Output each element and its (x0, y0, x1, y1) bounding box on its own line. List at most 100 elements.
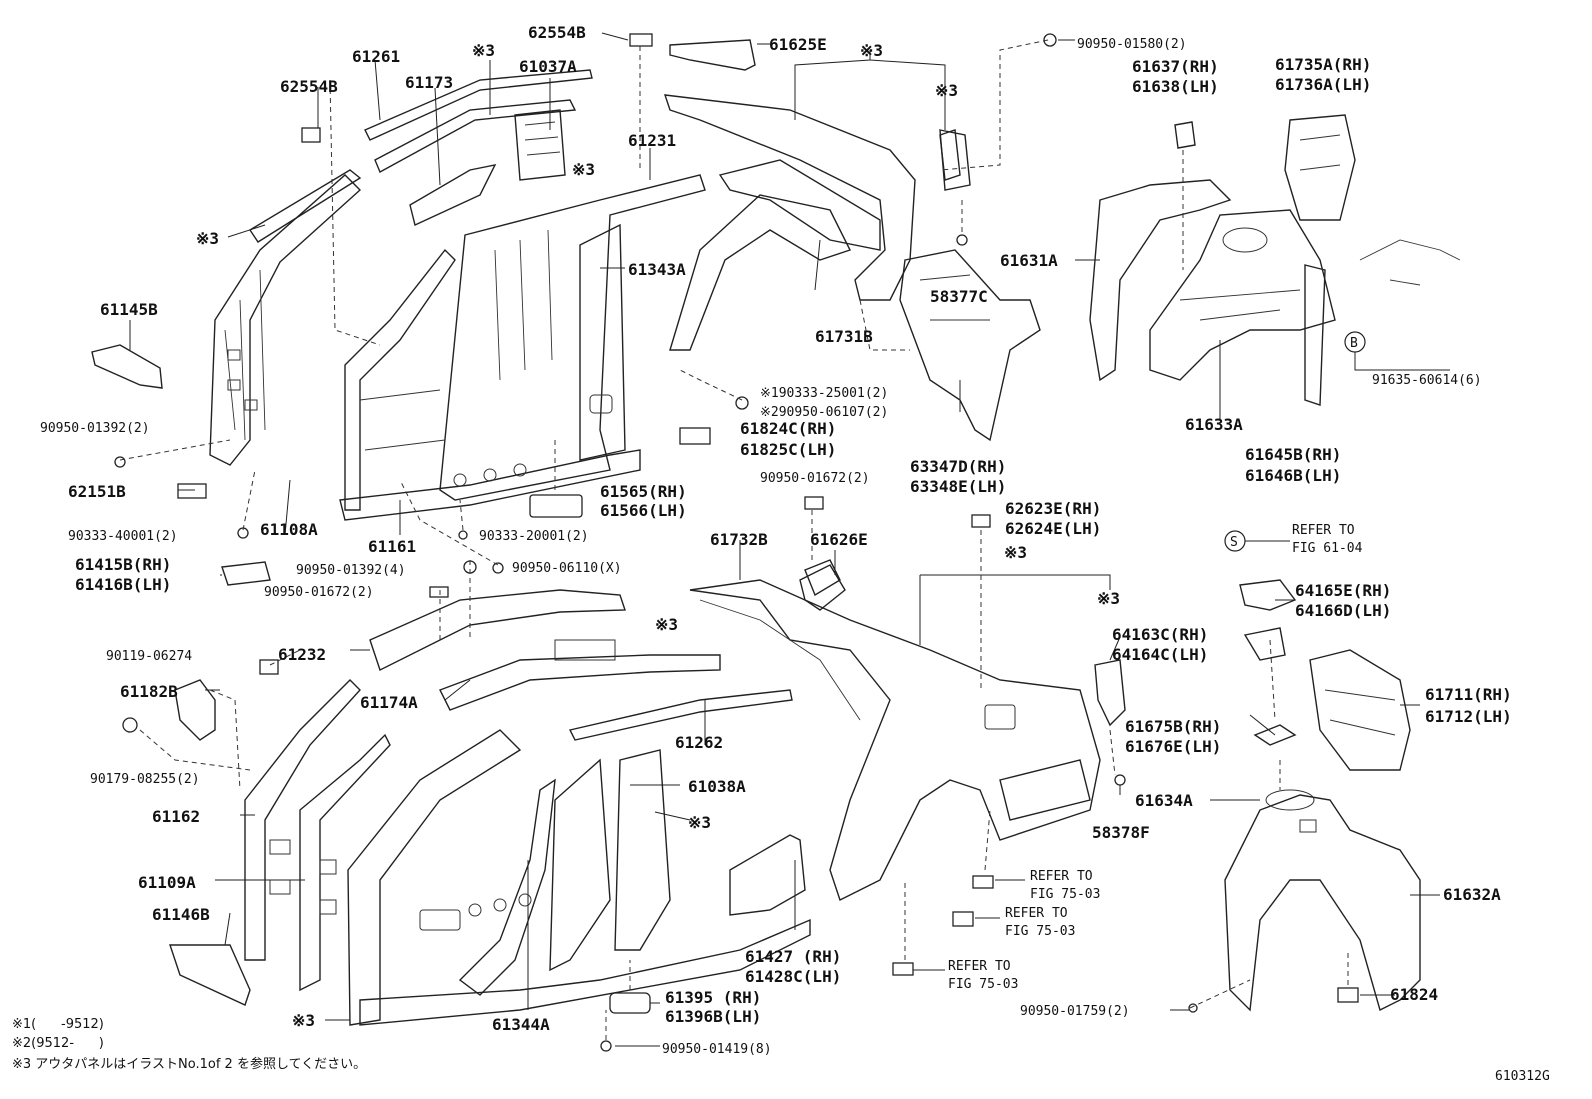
label-x3-58: ※3 (935, 81, 958, 100)
label-refer-61: REFER TO (1292, 523, 1355, 538)
label-61173: 61173 (405, 73, 453, 92)
label-90333-20001: 90333-20001(2) (479, 529, 589, 544)
label-61343a: 61343A (628, 260, 686, 279)
label-61735a: 61735A(RH) (1275, 55, 1371, 74)
label-61428c: 61428C(LH) (745, 967, 841, 986)
label-x3-top: ※3 (860, 41, 883, 60)
label-refer-b1: REFER TO (1005, 906, 1068, 921)
label-61038a: 61038A (688, 777, 746, 796)
label-62554b: 62554B (280, 77, 338, 96)
label-190333: ※190333-25001(2) (760, 386, 888, 401)
label-90119: 90119-06274 (106, 649, 192, 664)
label-61344a: 61344A (492, 1015, 550, 1034)
label-90179: 90179-08255(2) (90, 772, 200, 787)
label-61262: 61262 (675, 733, 723, 752)
label-61712: 61712(LH) (1425, 707, 1512, 726)
upper-roof-rail-lower (369, 589, 793, 741)
label-90950-01759: 90950-01759(2) (1020, 1004, 1130, 1019)
label-62623e: 62623E(RH) (1005, 499, 1101, 518)
label-61395: 61395 (RH) (665, 988, 761, 1007)
label-62151b: 62151B (68, 482, 126, 501)
lower-side-member (347, 729, 811, 1026)
label-61675b: 61675B(RH) (1125, 717, 1221, 736)
label-61231: 61231 (628, 131, 676, 150)
rear-floor-pan-63347 (899, 249, 1041, 442)
label-61631a: 61631A (1000, 251, 1058, 270)
callout-b-letter: B (1350, 336, 1358, 351)
label-refer-b2: FIG 75-03 (1005, 924, 1075, 939)
label-61261: 61261 (352, 47, 400, 66)
label-x3-g: ※3 (655, 615, 678, 634)
label-290950: ※290950-06107(2) (760, 405, 888, 420)
label-61731b: 61731B (815, 327, 873, 346)
label-61637: 61637(RH) (1132, 57, 1219, 76)
label-x3-e: ※3 (1004, 543, 1027, 562)
label-61711: 61711(RH) (1425, 685, 1512, 704)
label-61145b: 61145B (100, 300, 158, 319)
label-61396b: 61396B(LH) (665, 1007, 761, 1026)
label-63347d: 63347D(RH) (910, 457, 1006, 476)
roof-side-rails (364, 69, 593, 226)
label-90950-06110: 90950-06110(X) (512, 561, 622, 576)
part-labels: 62554B 61625E 61261 ※3 61173 61037A 6255… (40, 23, 1512, 1057)
label-62554b-top: 62554B (528, 23, 586, 42)
label-61415b: 61415B(RH) (75, 555, 171, 574)
rear-inner-quarter (663, 94, 971, 351)
label-x3-c: ※3 (196, 229, 219, 248)
label-61676e: 61676E(LH) (1125, 737, 1221, 756)
label-fig-61: FIG 61-04 (1292, 541, 1363, 556)
footnote-2: ※2(9512- ) (12, 1036, 104, 1051)
label-61626e: 61626E (810, 530, 868, 549)
label-64163c: 64163C(RH) (1112, 625, 1208, 644)
label-x3-h: ※3 (688, 813, 711, 832)
label-64164c: 64164C(LH) (1112, 645, 1208, 664)
label-refer-c1: REFER TO (948, 959, 1011, 974)
callout-s-letter: S (1230, 535, 1238, 550)
label-91635: 91635-60614(6) (1372, 373, 1482, 388)
label-x3-b: ※3 (572, 160, 595, 179)
label-61732b: 61732B (710, 530, 768, 549)
label-58377c: 58377C (930, 287, 988, 306)
label-61646b: 61646B(LH) (1245, 466, 1341, 485)
figure-id: 610312G (1495, 1069, 1550, 1084)
label-61638: 61638(LH) (1132, 77, 1219, 96)
label-58378f: 58378F (1092, 823, 1150, 842)
label-61108a: 61108A (260, 520, 318, 539)
label-61174a: 61174A (360, 693, 418, 712)
label-refer-a1: REFER TO (1030, 869, 1093, 884)
label-61824: 61824 (1390, 985, 1438, 1004)
label-61565: 61565(RH) (600, 482, 687, 501)
footnote-3: ※3 アウタパネルはイラストNo.1of 2 を参照してください。 (12, 1056, 366, 1072)
label-61625e: 61625E (769, 35, 827, 54)
label-63348e: 63348E(LH) (910, 477, 1006, 496)
label-90950-01392-4: 90950-01392(4) (296, 563, 406, 578)
label-61109a: 61109A (138, 873, 196, 892)
label-61427: 61427 (RH) (745, 947, 841, 966)
label-61416b: 61416B(LH) (75, 575, 171, 594)
label-90333-40001: 90333-40001(2) (68, 529, 178, 544)
rear-wheelhouse-lower (1224, 579, 1421, 1012)
label-61633a: 61633A (1185, 415, 1243, 434)
label-61632a: 61632A (1443, 885, 1501, 904)
label-61037a: 61037A (519, 57, 577, 76)
label-x3-f: ※3 (1097, 589, 1120, 608)
label-64165e: 64165E(RH) (1295, 581, 1391, 600)
dashed-assembly-lines (119, 39, 1349, 1040)
label-x3-a: ※3 (472, 41, 495, 60)
label-61232: 61232 (278, 645, 326, 664)
rear-wheelhouse-upper (1089, 114, 1461, 406)
label-90950-01672-top: 90950-01672(2) (760, 471, 870, 486)
label-refer-a2: FIG 75-03 (1030, 887, 1100, 902)
label-61162: 61162 (152, 807, 200, 826)
label-90950-01580: 90950-01580(2) (1077, 37, 1187, 52)
label-61645b: 61645B(RH) (1245, 445, 1341, 464)
footnotes: ※1( -9512) ※2(9512- ) ※3 アウタパネルはイラストNo.1… (12, 1017, 366, 1072)
leader-lines (129, 32, 1450, 1047)
inner-side-panel (339, 174, 706, 521)
label-61182b: 61182B (120, 682, 178, 701)
label-61566: 61566(LH) (600, 501, 687, 520)
label-61161: 61161 (368, 537, 416, 556)
label-x3-i: ※3 (292, 1011, 315, 1030)
label-64166d: 64166D(LH) (1295, 601, 1391, 620)
